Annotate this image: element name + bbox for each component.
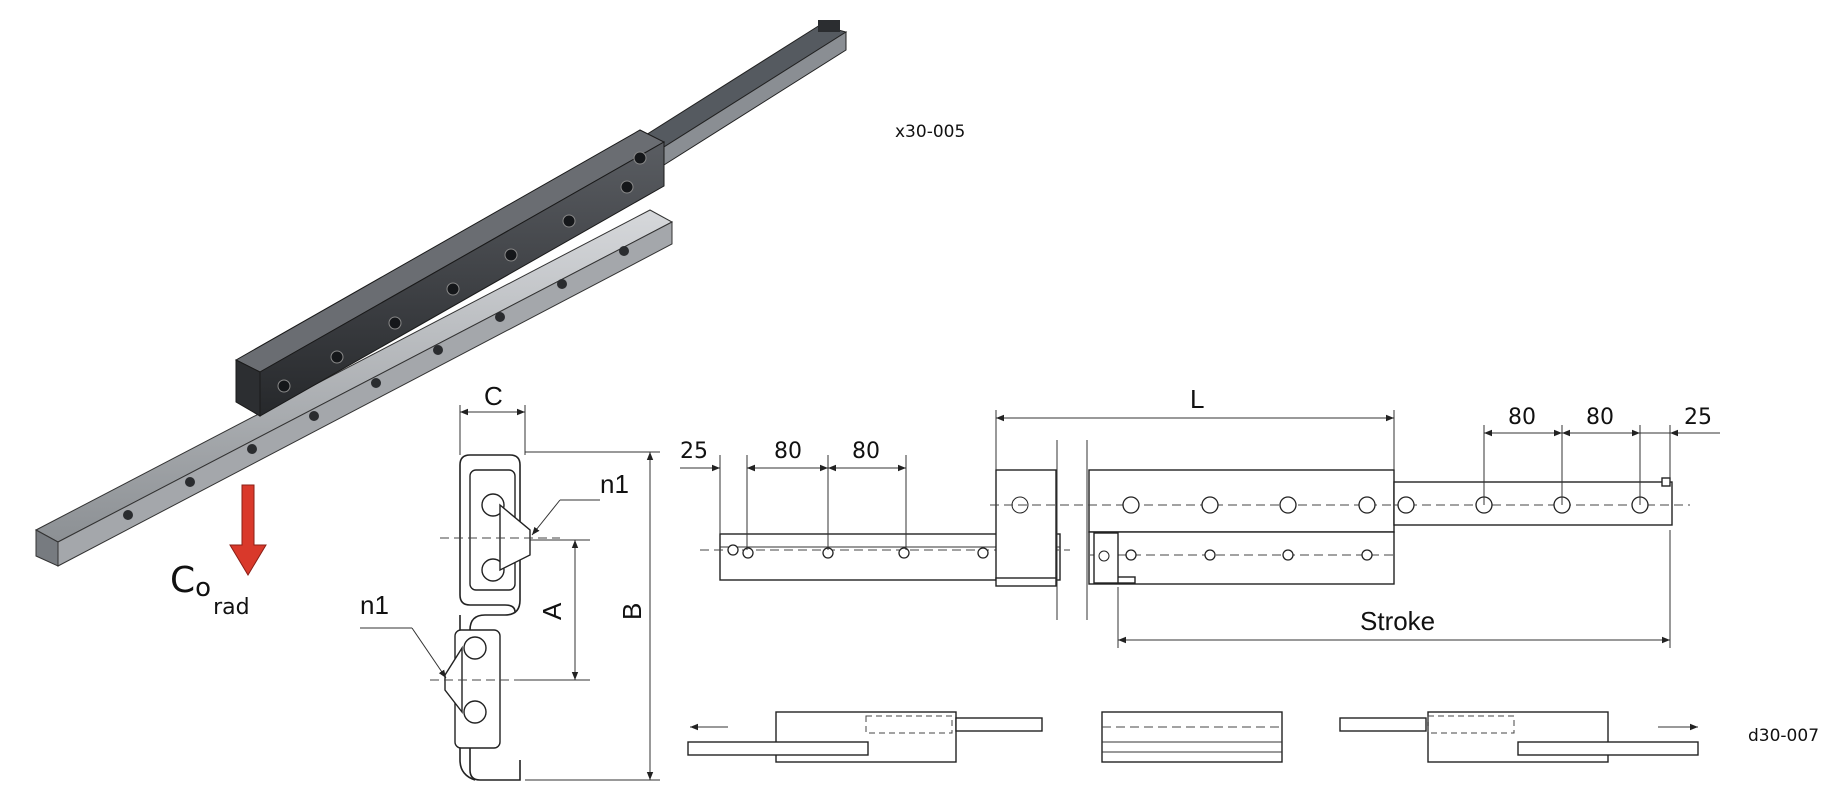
- side-view: 25 80 80 L 80 80 25 Stroke: [680, 384, 1720, 648]
- load-symbol-c: C: [170, 560, 196, 601]
- drawing-reference: d30-007: [1748, 726, 1820, 746]
- n1-bottom-label: n1: [360, 590, 389, 620]
- dim-left-80a: 80: [774, 439, 802, 464]
- dim-length-label: L: [1190, 384, 1204, 414]
- dim-right-25: 25: [1684, 405, 1712, 430]
- dim-right-80b: 80: [1586, 405, 1614, 430]
- dim-stroke-label: Stroke: [1360, 606, 1435, 636]
- dim-c-label: C: [484, 381, 503, 411]
- dim-left-25: 25: [680, 439, 708, 464]
- dim-b-label: B: [617, 603, 647, 620]
- load-symbol-rad: rad: [213, 595, 250, 620]
- load-symbol: Corad: [170, 560, 250, 620]
- isometric-rail-view: [34, 20, 848, 567]
- cross-section: C n1 n1 A B: [360, 381, 660, 781]
- carriage-bolts: [277, 151, 647, 393]
- dim-a-label: A: [537, 602, 567, 620]
- dim-right-80a: 80: [1508, 405, 1536, 430]
- load-symbol-o: o: [195, 573, 212, 603]
- lower-rail-holes: [123, 246, 629, 520]
- iso-view-reference: x30-005: [895, 122, 966, 142]
- load-arrow: [229, 484, 267, 576]
- n1-top-label: n1: [600, 469, 629, 499]
- extension-sequence: [687, 711, 1699, 763]
- dim-left-80b: 80: [852, 439, 880, 464]
